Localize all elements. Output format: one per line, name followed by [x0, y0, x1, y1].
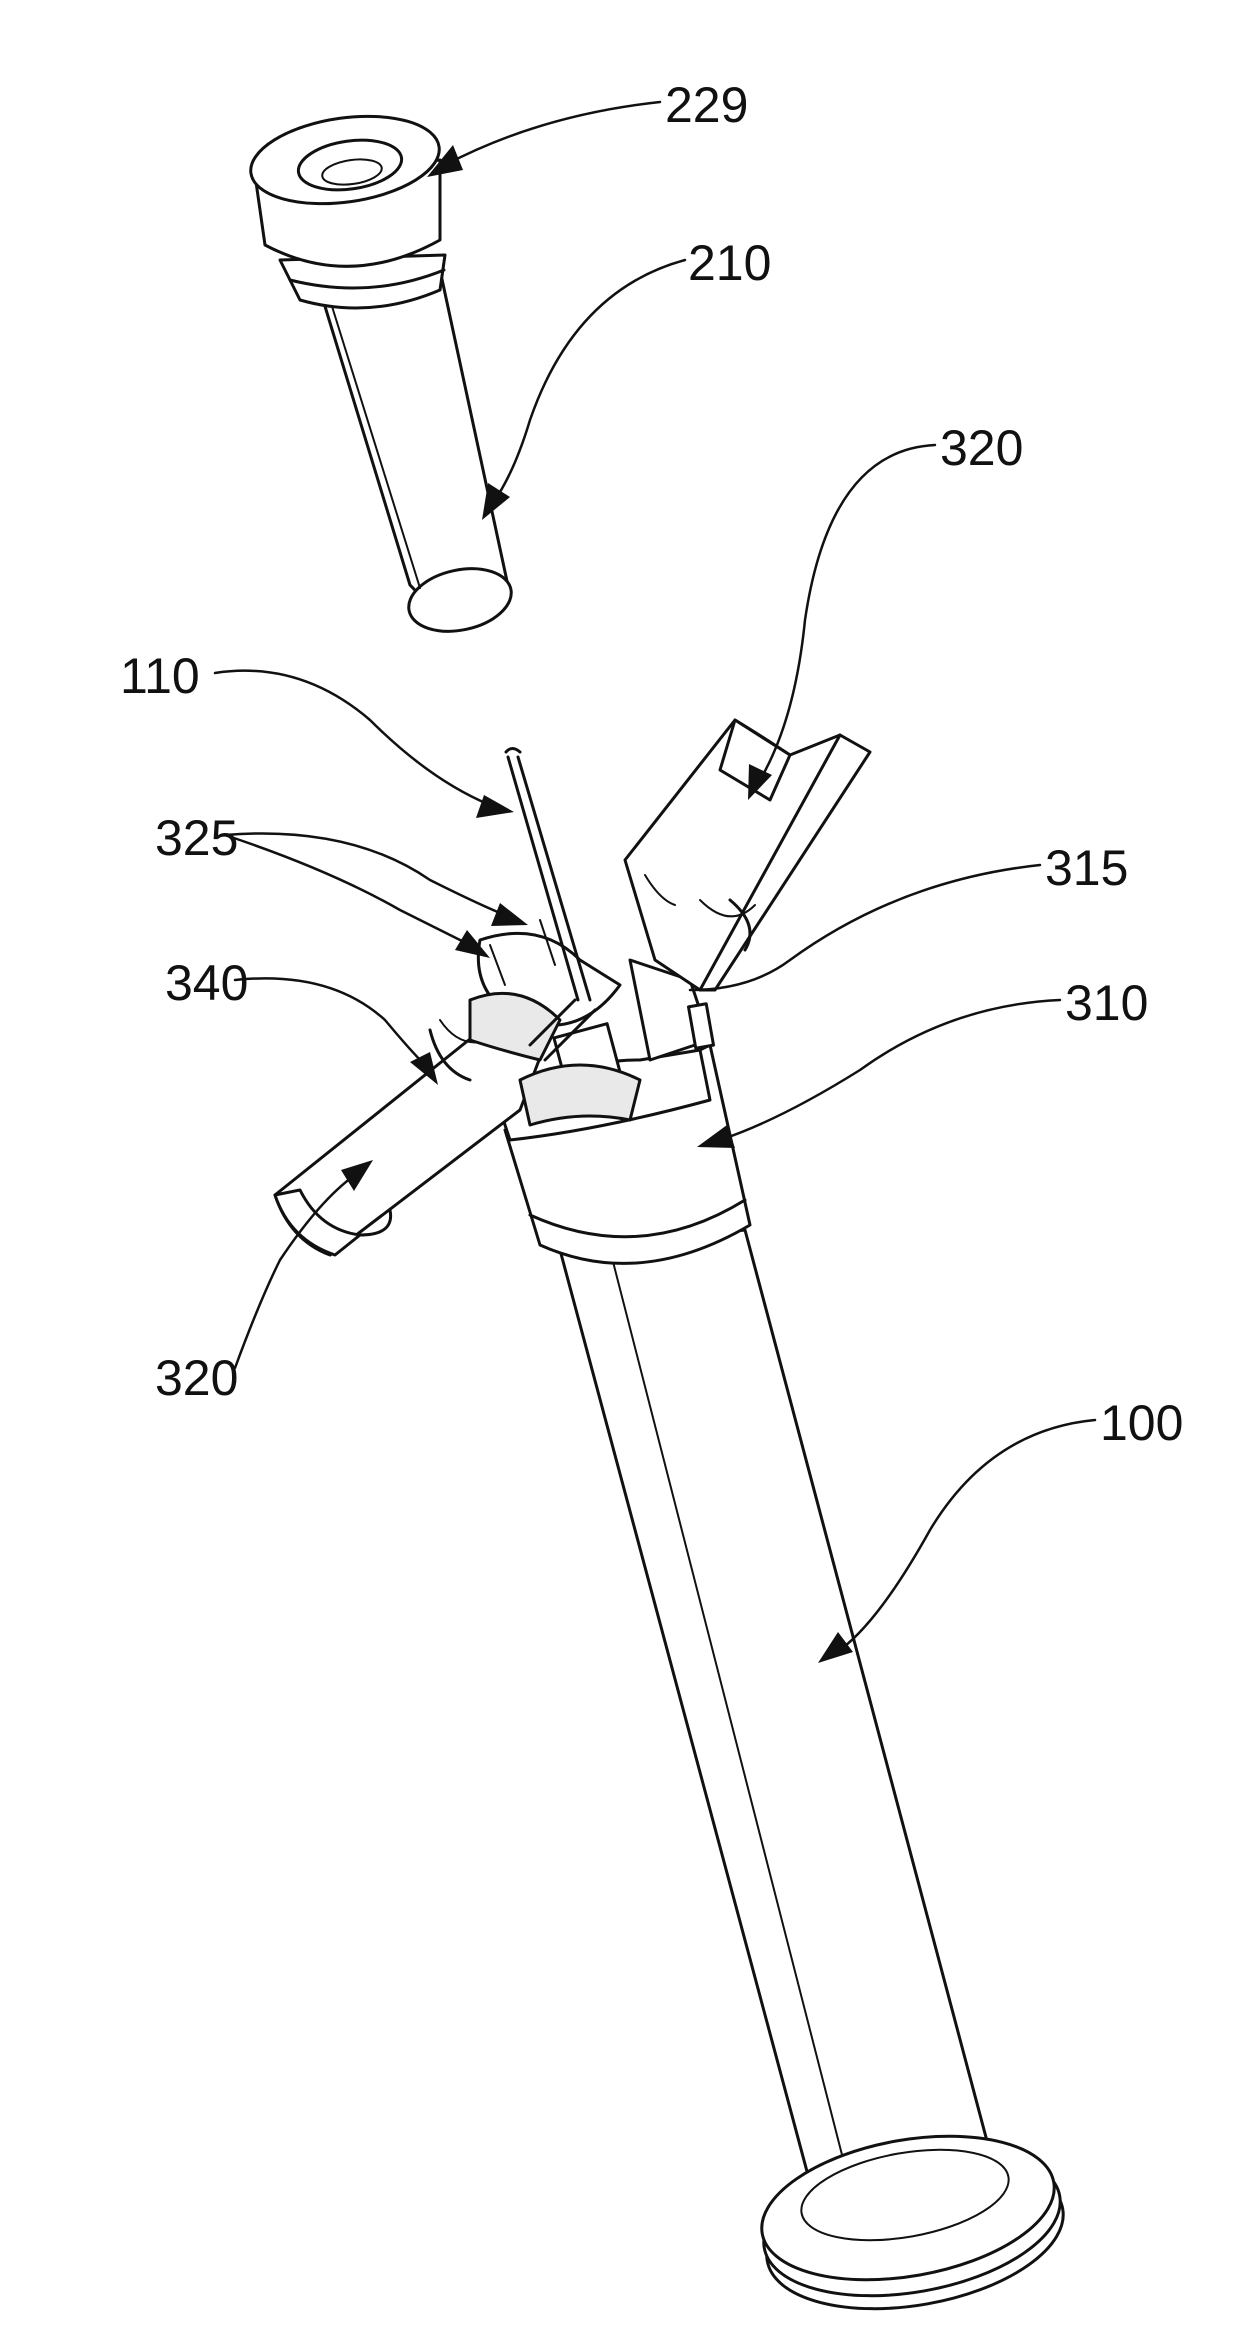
label-320-upper: 320 — [940, 420, 1023, 476]
leader-100 — [818, 1420, 1095, 1663]
label-315: 315 — [1045, 840, 1128, 896]
leader-110 — [215, 671, 514, 818]
leader-340 — [235, 978, 438, 1085]
tube-210 — [320, 270, 517, 640]
label-310: 310 — [1065, 975, 1148, 1031]
leader-310 — [697, 1000, 1060, 1148]
label-100: 100 — [1100, 1395, 1183, 1451]
barrel-100 — [560, 1230, 1000, 2230]
leader-210 — [482, 260, 685, 520]
cap-229 — [245, 105, 445, 308]
label-229: 229 — [665, 77, 748, 133]
wing-320-upper — [625, 720, 870, 990]
label-320-lower: 320 — [155, 1350, 238, 1406]
label-325: 325 — [155, 810, 238, 866]
leader-229 — [427, 102, 660, 177]
label-340: 340 — [165, 955, 248, 1011]
label-210: 210 — [688, 235, 771, 291]
label-110: 110 — [120, 648, 200, 704]
